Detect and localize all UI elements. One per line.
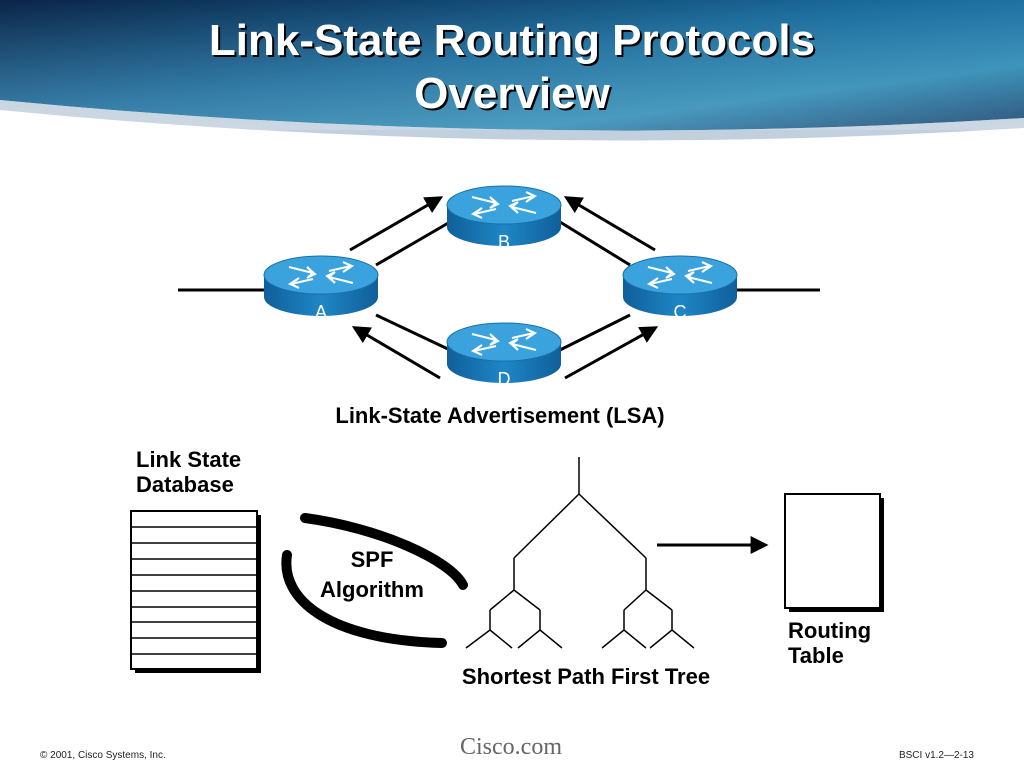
spf-label-line1: SPF	[351, 547, 394, 572]
cisco-logo[interactable]: Cisco.com	[460, 734, 562, 760]
spf-cycle-arcs	[281, 513, 468, 648]
router-d-icon[interactable]: D	[446, 322, 562, 389]
routing-table-box	[784, 493, 884, 612]
lsdb-table	[130, 510, 261, 673]
routing-table-label-line1: Routing	[788, 618, 871, 643]
spf-tree-caption: Shortest Path First Tree	[462, 664, 710, 689]
router-c-icon[interactable]: C	[622, 255, 738, 322]
footer-copyright: © 2001, Cisco Systems, Inc.	[40, 750, 166, 761]
page-title-line2: Overview	[414, 69, 610, 118]
spf-arc-top	[300, 513, 468, 590]
router-d-label: D	[498, 369, 511, 389]
spf-arc-bottom	[281, 550, 447, 648]
lsdb-label-line1: Link State	[136, 447, 241, 472]
title-banner	[0, 0, 1024, 141]
router-b-label: B	[498, 232, 510, 252]
link-d-c	[559, 313, 631, 352]
link-a-d	[375, 313, 451, 352]
lsdb-label-line2: Database	[136, 472, 234, 497]
lsa-arrow-d-to-a	[351, 326, 441, 380]
link-a-b	[375, 220, 451, 267]
footer-course-id: BSCI v1.2—2-13	[899, 750, 974, 761]
router-a-icon[interactable]: A	[263, 255, 379, 322]
spf-tree	[465, 457, 695, 649]
lsa-arrows	[349, 196, 659, 380]
link-b-c	[559, 220, 631, 267]
router-c-label: C	[674, 302, 687, 322]
page-title-line1: Link-State Routing Protocols	[209, 16, 815, 65]
router-b-icon[interactable]: B	[446, 185, 562, 252]
network-links	[178, 220, 820, 352]
title-line2-shadow: Overview	[416, 71, 612, 120]
title-line1-shadow: Link-State Routing Protocols	[211, 18, 817, 67]
lsa-caption: Link-State Advertisement (LSA)	[335, 403, 664, 428]
router-a-label: A	[315, 302, 327, 322]
lsdb-rows	[131, 526, 257, 655]
routing-table-label-line2: Table	[788, 643, 844, 668]
spf-label-line2: Algorithm	[320, 577, 424, 602]
lsa-arrow-d-to-c	[564, 326, 659, 380]
lsa-arrow-a-to-b	[349, 196, 444, 252]
lsa-arrow-c-to-b	[563, 196, 656, 252]
